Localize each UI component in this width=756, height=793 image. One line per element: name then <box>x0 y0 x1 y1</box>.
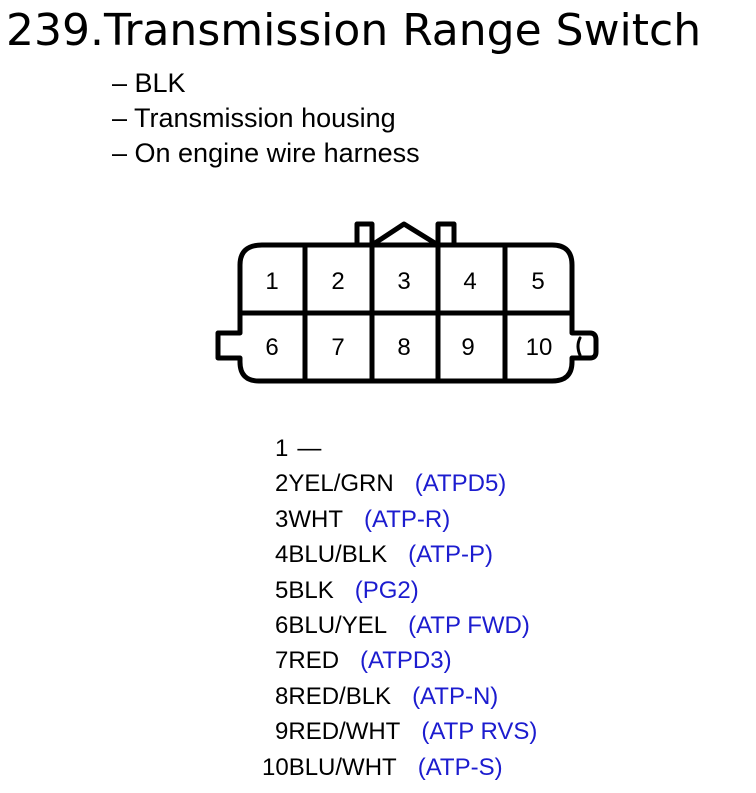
connector-harness: – On engine wire harness <box>112 138 420 168</box>
list-item: 10 BLU/WHT (ATP-S) <box>262 750 537 785</box>
wire-color: — <box>297 435 322 462</box>
pin-number: 2 <box>275 470 289 498</box>
latch-tab-left <box>354 221 375 248</box>
page-title: 239.Transmission Range Switch <box>6 5 702 56</box>
pin-number: 1 <box>275 435 289 462</box>
pin-label: 9 <box>461 334 474 361</box>
connector-color: – BLK <box>112 68 186 98</box>
list-item: 6 BLU/YEL (ATP FWD) <box>262 608 537 643</box>
wire-color: BLU/BLK <box>288 541 388 569</box>
signal-name: (PG2) <box>354 576 419 604</box>
pin-label: 6 <box>265 334 278 361</box>
wire-color: BLU/WHT <box>288 753 397 781</box>
pin-number: 4 <box>275 541 289 569</box>
pin-number: 10 <box>262 753 289 781</box>
pin-number: 8 <box>275 682 289 710</box>
pin-label: 5 <box>531 268 544 295</box>
list-item: 2 YEL/GRN (ATPD5) <box>262 466 537 501</box>
pin-label: 10 <box>526 334 553 361</box>
wire-color: YEL/GRN <box>288 470 394 498</box>
pin-number: 9 <box>275 718 289 746</box>
wire-color: BLK <box>288 576 334 604</box>
signal-name: (ATP-P) <box>408 541 493 569</box>
connector-housing <box>215 242 599 384</box>
wire-color: RED <box>288 647 340 675</box>
signal-name: (ATP-S) <box>417 753 503 781</box>
pin-number: 7 <box>275 647 289 675</box>
list-item: 1 — <box>262 431 537 466</box>
list-item: 9 RED/WHT (ATP RVS) <box>262 714 537 749</box>
wire-color: RED/WHT <box>288 718 401 746</box>
pin-number: 3 <box>275 505 289 533</box>
signal-name: (ATPD5) <box>414 470 507 498</box>
pin-number: 5 <box>275 576 289 604</box>
signal-name: (ATP FWD) <box>408 612 530 640</box>
signal-name: (ATP-R) <box>364 505 451 533</box>
pin-label: 7 <box>331 334 344 361</box>
pin-label: 1 <box>265 268 278 295</box>
pin-number: 6 <box>275 612 289 640</box>
pin-assignment-list: 1 — 2 YEL/GRN (ATPD5) 3 WHT (ATP-R) 4 BL… <box>262 431 537 785</box>
latch-ramp <box>369 221 441 248</box>
list-item: 8 RED/BLK (ATP-N) <box>262 679 537 714</box>
connector-info: – BLK – Transmission housing – On engine… <box>112 66 420 171</box>
list-item: 7 RED (ATPD3) <box>262 643 537 678</box>
signal-name: (ATPD3) <box>360 647 452 675</box>
pin-label: 8 <box>397 334 410 361</box>
list-item: 3 WHT (ATP-R) <box>262 502 537 537</box>
list-item: 4 BLU/BLK (ATP-P) <box>262 537 537 572</box>
wire-color: WHT <box>288 505 344 533</box>
list-item: 5 BLK (PG2) <box>262 573 537 608</box>
signal-name: (ATP-N) <box>412 682 499 710</box>
pin-label: 2 <box>331 268 344 295</box>
latch-tab-right <box>435 221 457 248</box>
signal-name: (ATP RVS) <box>421 718 538 746</box>
wire-color: RED/BLK <box>288 682 392 710</box>
pin-label: 4 <box>463 268 476 295</box>
connector-location: – Transmission housing <box>112 103 396 133</box>
pin-label: 3 <box>397 268 410 295</box>
wire-color: BLU/YEL <box>288 612 388 640</box>
